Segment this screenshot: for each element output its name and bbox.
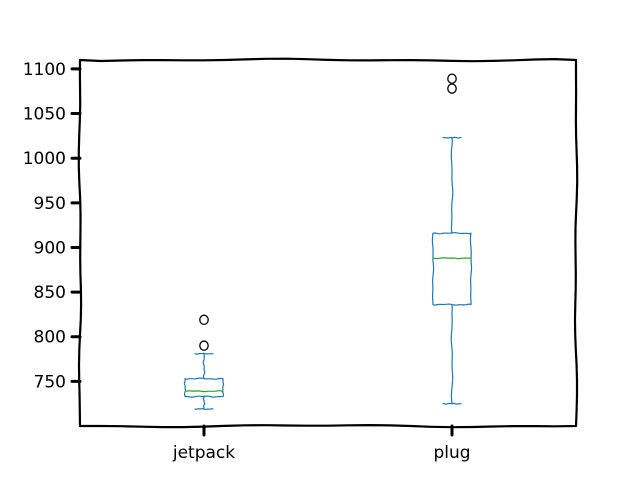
lower-cap [442,402,462,405]
y-tick-label: 950 [34,194,66,214]
outlier-point [199,340,209,351]
lower-whisker [202,395,206,410]
y-tick-label: 850 [34,283,66,303]
median-line [432,257,472,260]
y-tick-label: 1100 [23,60,66,80]
y-tick-label: 1000 [23,149,66,169]
box-plug [431,73,473,405]
y-tick-label: 800 [34,328,66,348]
x-tick-label-jetpack: jetpack [172,443,235,463]
y-tick-label: 1050 [23,105,66,125]
y-tick-label: 750 [34,372,66,392]
plot-frame [77,57,579,429]
upper-whisker [450,137,454,234]
upper-cap [442,136,462,139]
iqr-box [431,232,473,306]
outlier-point [447,83,457,94]
lower-whisker [450,304,454,405]
x-tick-label-plug: plug [433,443,470,463]
iqr-box [183,377,225,398]
outlier-point [199,314,209,326]
median-line [184,390,224,393]
upper-cap [194,352,214,355]
outlier-point [447,73,457,84]
y-tick-label: 900 [34,238,66,258]
upper-whisker [202,353,206,380]
lower-cap [194,408,214,410]
box-jetpack [183,314,225,410]
